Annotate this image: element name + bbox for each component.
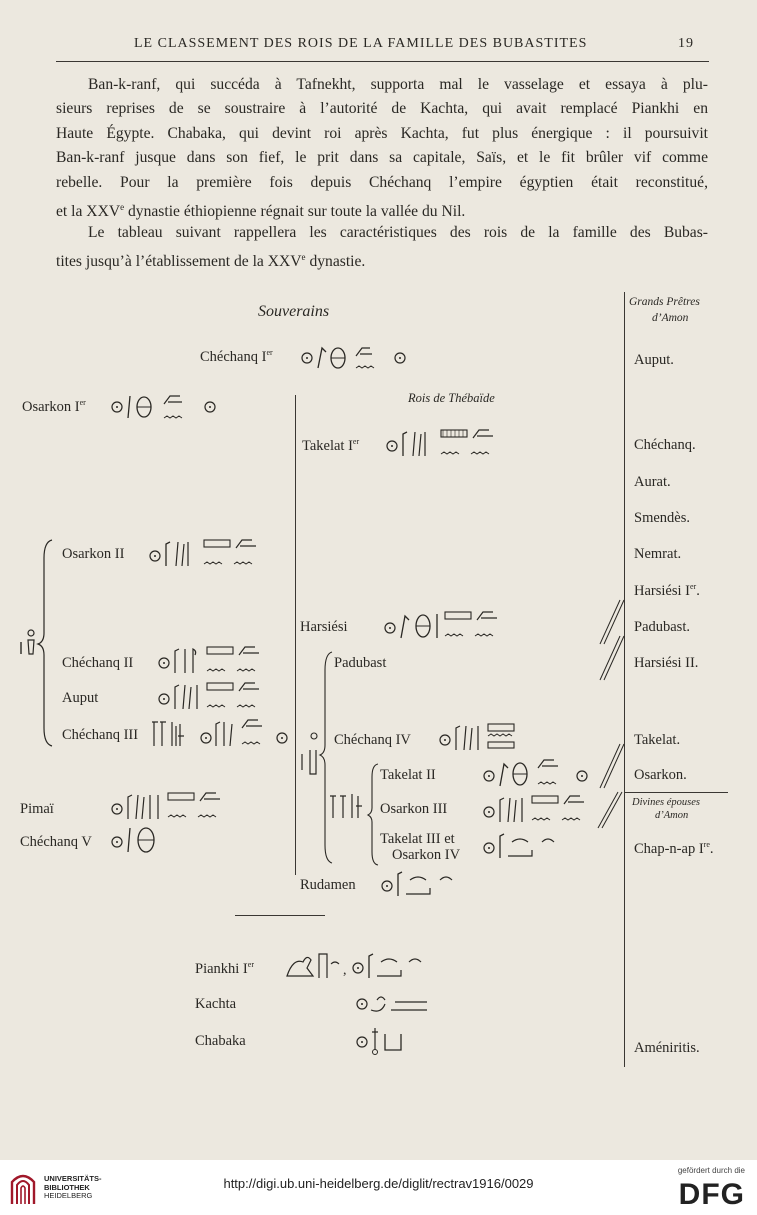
cartouche-osarkon-i-icon — [111, 395, 216, 419]
king-chechanq-iii: Chéchanq III — [62, 727, 139, 743]
pretre-smendes: Smendès. — [634, 510, 690, 526]
cartouche-kachta-icon — [356, 996, 427, 1012]
thebaide-padubast: Padubast — [334, 655, 387, 671]
pretre-nemrat: Nemrat. — [634, 546, 682, 562]
university-library-name: UNIVERSITÄTS- BIBLIOTHEK HEIDELBERG — [44, 1174, 102, 1201]
page-number: 19 — [678, 36, 694, 51]
cartouche-pimai-icon — [111, 792, 220, 820]
paragraph-1: Ban-k-ranf, qui succéda à Tafnekht, supp… — [56, 73, 708, 221]
king-piankhi-i: Piankhi Ier — [195, 960, 254, 977]
king-chechanq-v: Chéchanq V — [20, 834, 92, 850]
cartouche-osarkon-ii-icon — [149, 539, 256, 567]
text-line: Ban-k-ranf jusque dans son fief, le prit… — [56, 149, 708, 167]
cartouche-rudamen-icon — [381, 871, 453, 896]
pretre-osarkon: Osarkon. — [634, 767, 687, 783]
divines-epouses-heading-1: Divines épouses — [632, 797, 700, 808]
epouse-chap-n-ap-i: Chap-n-ap Ire. — [634, 840, 714, 857]
cartouche-piankhi-i-icon: , — [286, 953, 422, 978]
thebaide-takelat-iii-line1: Takelat III et — [380, 831, 455, 847]
cartouche-takelat-iii-icon — [483, 833, 555, 858]
cartouche-takelat-i-icon — [386, 429, 493, 457]
cartouche-osarkon-iii-icon — [483, 795, 584, 823]
cartouche-chechanq-i-icon — [301, 346, 406, 369]
brace-padubast-group — [318, 651, 333, 864]
thebaide-chechanq-iv: Chéchanq IV — [334, 732, 411, 748]
epouse-ameniritis: Améniritis. — [634, 1040, 700, 1056]
thebaide-heading: Rois de Thébaïde — [408, 391, 495, 405]
thebaide-takelat-ii: Takelat II — [380, 767, 436, 783]
cartouche-chabaka-icon — [356, 1028, 402, 1055]
thebaide-rudamen: Rudamen — [300, 877, 356, 893]
double-slash-mark — [599, 635, 625, 681]
double-slash-mark — [599, 743, 625, 789]
pretre-padubast: Padubast. — [634, 619, 690, 635]
text-line: tites jusqu’à l’établissement de la XXVe… — [56, 252, 366, 271]
pretres-column-rule — [624, 292, 625, 1067]
source-url-link[interactable]: http://digi.ub.uni-heidelberg.de/diglit/… — [223, 1176, 534, 1191]
text-line: Le tableau suivant rappellera les caract… — [88, 224, 708, 241]
divines-epouses-heading-2: d’Amon — [655, 810, 689, 821]
text-line: sieurs reprises de se soustraire à l’aut… — [56, 100, 708, 118]
text-line: Ban-k-ranf, qui succéda à Tafnekht, supp… — [88, 76, 708, 93]
grands-pretres-heading-1: Grands Prêtres — [629, 296, 700, 308]
epouses-separator-rule — [624, 792, 728, 793]
king-auput: Auput — [62, 690, 99, 706]
king-chechanq-ii: Chéchanq II — [62, 655, 134, 671]
text-line: rebelle. Pour la première fois depuis Ch… — [56, 173, 708, 191]
king-chechanq-i: Chéchanq Ier — [200, 348, 273, 365]
pretre-chechanq: Chéchanq. — [634, 437, 696, 453]
cartouche-chechanq-iii-icon — [152, 719, 288, 747]
ethiopian-separator-rule — [235, 915, 325, 916]
paragraph-2: Le tableau suivant rappellera les caract… — [56, 221, 708, 271]
thebaide-osarkon-iii: Osarkon III — [380, 801, 448, 817]
king-pimai: Pimaï — [20, 801, 54, 817]
double-slash-mark — [599, 599, 625, 645]
svg-text:,: , — [343, 963, 347, 978]
brace-osarkon-ii-group — [36, 539, 53, 747]
double-slash-mark — [597, 791, 623, 829]
cartouche-harsiesi-icon — [384, 611, 497, 639]
thebaide-takelat-i: Takelat Ier — [302, 437, 360, 454]
footer-bar: UNIVERSITÄTS- BIBLIOTHEK HEIDELBERG http… — [0, 1160, 757, 1215]
cartouche-chechanq-v-icon — [111, 827, 155, 853]
header-rule — [56, 61, 709, 62]
thebaide-column-rule — [295, 395, 296, 875]
running-header-title: LE CLASSEMENT DES ROIS DE LA FAMILLE DES… — [134, 36, 588, 51]
thebaide-osarkon-iv-line2: Osarkon IV — [392, 847, 461, 863]
thebaide-harsiesi: Harsiési — [300, 619, 348, 635]
cartouche-auput-icon — [158, 682, 259, 710]
souverains-heading: Souverains — [258, 303, 330, 320]
pretre-harsiesi-ii: Harsiési II. — [634, 655, 699, 671]
king-osarkon-i: Osarkon Ier — [22, 398, 86, 415]
king-chabaka: Chabaka — [195, 1033, 246, 1049]
king-osarkon-ii: Osarkon II — [62, 546, 125, 562]
pretre-takelat: Takelat. — [634, 732, 681, 748]
king-kachta: Kachta — [195, 996, 237, 1012]
scanned-page: LE CLASSEMENT DES ROIS DE LA FAMILLE DES… — [20, 36, 728, 1067]
cartouche-chechanq-ii-icon — [158, 646, 259, 673]
cartouche-chechanq-iv-icon — [439, 723, 515, 751]
grands-pretres-heading-2: d’Amon — [652, 312, 689, 324]
hieroglyph-sign-icon — [20, 629, 35, 655]
university-library-logo-icon — [10, 1174, 36, 1204]
hieroglyph-sign-icon — [330, 794, 362, 818]
dfg-logo: DFG — [678, 1178, 745, 1211]
funded-by-label: gefördert durch die — [677, 1166, 745, 1175]
hieroglyph-sign-icon — [301, 732, 318, 775]
cartouche-takelat-ii-icon — [483, 759, 588, 787]
brace-takelat-ii-group — [366, 763, 379, 866]
pretre-auput: Auput. — [634, 352, 674, 368]
pretre-harsiesi-i: Harsiési Ier. — [634, 582, 700, 599]
pretre-aurat: Aurat. — [634, 474, 671, 490]
text-line: et la XXVe dynastie éthiopienne régnait … — [56, 201, 466, 221]
text-line: Haute Égypte. Chabaka, qui devint roi ap… — [56, 124, 708, 142]
